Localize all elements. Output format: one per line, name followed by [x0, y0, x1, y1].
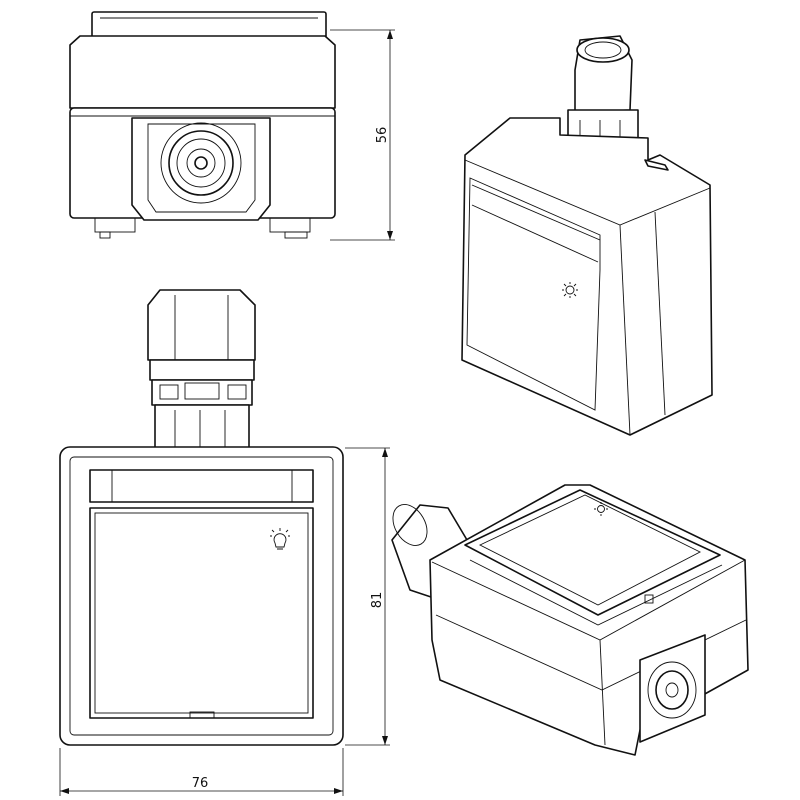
dimension-label-81: 81 — [370, 592, 385, 609]
side-view — [69, 11, 336, 239]
light-bulb-icon — [562, 282, 578, 298]
dimension-label-56: 56 — [375, 127, 390, 144]
dimension-label-76: 76 — [192, 776, 209, 791]
light-bulb-icon — [270, 528, 290, 550]
dimension-height-side: 56 — [330, 29, 395, 241]
light-bulb-icon — [594, 502, 608, 516]
dimension-height-front: 81 — [345, 447, 390, 746]
isometric-view-upper — [461, 35, 713, 436]
dimension-width-front: 76 — [59, 748, 344, 796]
isometric-view-lower — [391, 484, 749, 756]
front-view — [59, 289, 344, 746]
